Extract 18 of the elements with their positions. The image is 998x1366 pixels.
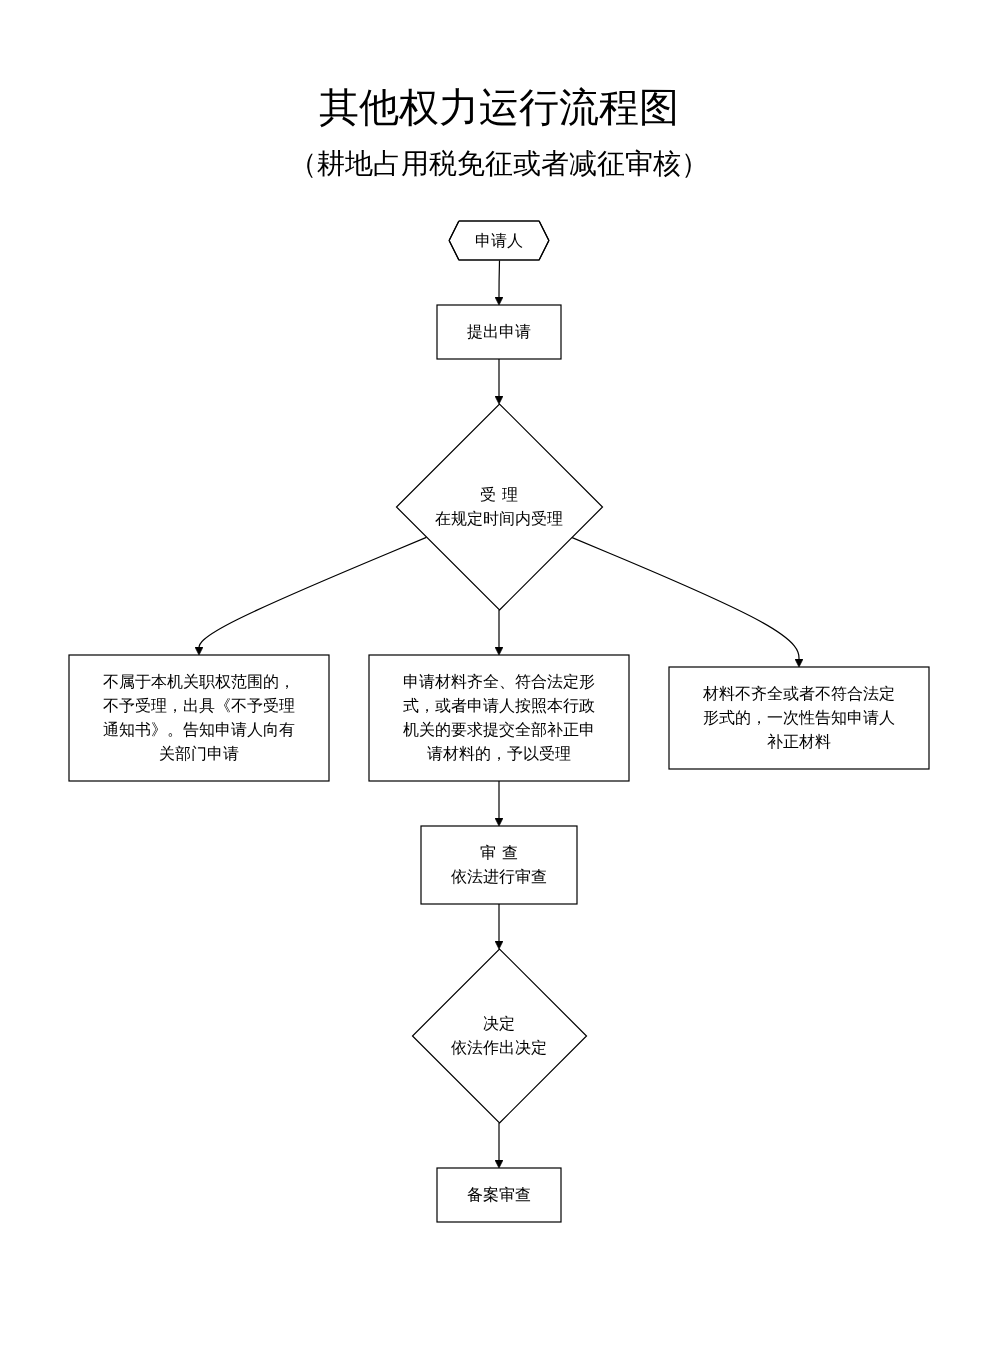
- node-box: 材料不齐全或者不符合法定形式的，一次性告知申请人补正材料: [668, 666, 930, 770]
- node-box: 审 查 依法进行审查: [420, 825, 578, 905]
- diagram-title: 其他权力运行流程图: [318, 83, 680, 132]
- arrow: [494, 1122, 504, 1169]
- arrow: [571, 536, 804, 668]
- node-box: 备案审查: [436, 1167, 562, 1223]
- arrow: [494, 259, 504, 306]
- arrow: [494, 780, 504, 827]
- node-diamond: 受 理 在规定时间内受理: [395, 403, 604, 611]
- node-box: 申请材料齐全、符合法定形式，或者申请人按照本行政机关的要求提交全部补正申请材料的，予以受理: [368, 654, 630, 782]
- node-box: 提出申请: [436, 304, 562, 360]
- node-box: 不属于本机关职权范围的，不予受理，出具《不予受理通知书》。告知申请人向有关部门申请: [68, 654, 330, 782]
- arrow: [494, 609, 504, 656]
- arrow: [494, 358, 504, 405]
- subtitle: （耕地占用税免征或者减征审核）: [288, 146, 710, 182]
- arrow: [494, 903, 504, 950]
- node-diamond: 决定 依法作出决定: [411, 948, 588, 1124]
- arrow: [194, 536, 427, 656]
